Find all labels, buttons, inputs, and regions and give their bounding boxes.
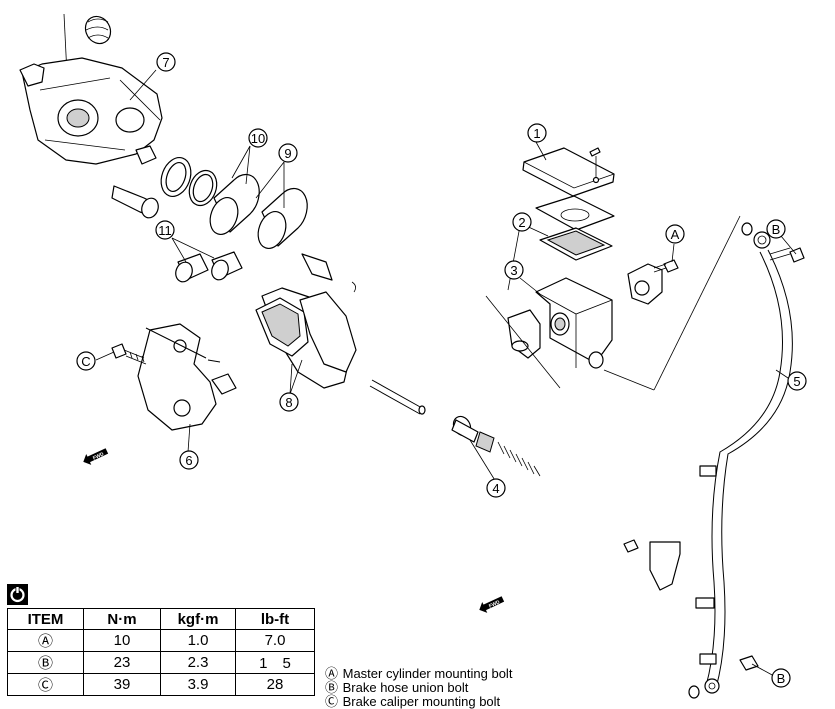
piston-seals — [160, 157, 218, 207]
cell-item: Ⓒ — [7, 673, 84, 696]
tightening-torque-table: ITEM N·m kgf·m lb-ft Ⓐ 10 1.0 7.0 Ⓑ 23 2… — [7, 608, 315, 696]
svg-text:2: 2 — [518, 215, 525, 230]
reservoir-cap — [522, 147, 615, 197]
svg-text:B: B — [777, 671, 786, 686]
svg-text:3: 3 — [510, 263, 517, 278]
bolt-legend: Ⓐ Master cylinder mounting bolt Ⓑ Brake … — [325, 667, 512, 709]
callout-2: 2 — [512, 212, 532, 232]
pin-boots — [175, 251, 243, 283]
legend-symbol: Ⓒ — [325, 694, 339, 709]
svg-text:9: 9 — [284, 146, 291, 161]
caliper-body — [19, 13, 163, 165]
fwd-arrow-left: FWD — [83, 448, 109, 465]
header-item: ITEM — [7, 608, 84, 630]
master-cylinder-body — [507, 277, 613, 369]
svg-text:A: A — [671, 227, 680, 242]
pistons — [209, 173, 308, 249]
svg-text:FWD: FWD — [92, 451, 105, 461]
svg-text:10: 10 — [251, 131, 265, 146]
master-cylinder-clamp — [627, 259, 679, 305]
callout-C: C — [76, 351, 96, 371]
svg-text:B: B — [772, 222, 781, 237]
wrench-torque-icon — [7, 584, 28, 605]
header-lbft: lb-ft — [235, 608, 315, 630]
callout-5: 5 — [787, 371, 807, 391]
caliper-pin — [111, 185, 159, 219]
header-kgfm: kgf·m — [160, 608, 236, 630]
fwd-arrow-right: FWD — [479, 596, 505, 613]
cell-kgfm: 3.9 — [160, 673, 236, 696]
legend-text: Brake hose union bolt — [342, 680, 469, 695]
header-nm: N·m — [83, 608, 161, 630]
legend-item: Ⓐ Master cylinder mounting bolt — [325, 667, 512, 681]
cell-lbft: 28 — [235, 673, 315, 696]
callout-A: A — [665, 224, 685, 244]
svg-text:6: 6 — [185, 453, 192, 468]
svg-text:8: 8 — [285, 395, 292, 410]
callout-1: 1 — [527, 123, 547, 143]
master-cylinder-piston-kit — [451, 415, 541, 477]
callout-7: 7 — [156, 52, 176, 72]
brake-hose — [688, 222, 805, 699]
svg-text:5: 5 — [793, 374, 800, 389]
callout-8: 8 — [279, 392, 299, 412]
callout-B-top: B — [766, 219, 786, 239]
cell-item: Ⓑ — [7, 651, 84, 674]
brake-pads — [255, 287, 426, 415]
leader-lines — [95, 69, 797, 677]
cell-nm: 10 — [83, 629, 161, 652]
legend-text: Master cylinder mounting bolt — [342, 666, 513, 681]
svg-text:7: 7 — [162, 55, 169, 70]
legend-symbol: Ⓐ — [325, 666, 339, 681]
callout-11: 11 — [155, 220, 175, 240]
svg-text:FWD: FWD — [488, 599, 501, 609]
cell-nm: 39 — [83, 673, 161, 696]
callout-B-bottom: B — [771, 668, 791, 688]
cell-lbft: 7.0 — [235, 629, 315, 652]
legend-text: Brake caliper mounting bolt — [342, 694, 501, 709]
bracket-mounting-bolt — [111, 343, 147, 365]
table-header-row: ITEM N·m kgf·m lb-ft — [7, 608, 315, 630]
svg-text:11: 11 — [158, 223, 172, 238]
callout-4: 4 — [486, 478, 506, 498]
cell-kgfm: 1.0 — [160, 629, 236, 652]
caliper-bracket — [137, 323, 237, 431]
legend-item: Ⓒ Brake caliper mounting bolt — [325, 695, 512, 709]
table-row: Ⓐ 10 1.0 7.0 — [7, 629, 315, 652]
diaphragm — [535, 195, 615, 261]
callout-10: 10 — [248, 128, 268, 148]
pad-spring — [301, 253, 333, 281]
cell-lbft: 1 5 — [235, 651, 315, 674]
svg-text:C: C — [81, 354, 90, 369]
callout-6: 6 — [179, 450, 199, 470]
callout-markers: 7 10 9 11 C 6 8 1 2 3 A B 5 4 B — [76, 52, 807, 688]
table-row: Ⓒ 39 3.9 28 — [7, 673, 315, 696]
callout-9: 9 — [278, 143, 298, 163]
cell-kgfm: 2.3 — [160, 651, 236, 674]
svg-text:4: 4 — [492, 481, 499, 496]
hose-clamp — [623, 539, 681, 591]
cell-nm: 23 — [83, 651, 161, 674]
cell-item: Ⓐ — [7, 629, 84, 652]
callout-3: 3 — [504, 260, 524, 280]
svg-text:1: 1 — [533, 126, 540, 141]
legend-symbol: Ⓑ — [325, 680, 339, 695]
table-row: Ⓑ 23 2.3 1 5 — [7, 651, 315, 674]
legend-item: Ⓑ Brake hose union bolt — [325, 681, 512, 695]
